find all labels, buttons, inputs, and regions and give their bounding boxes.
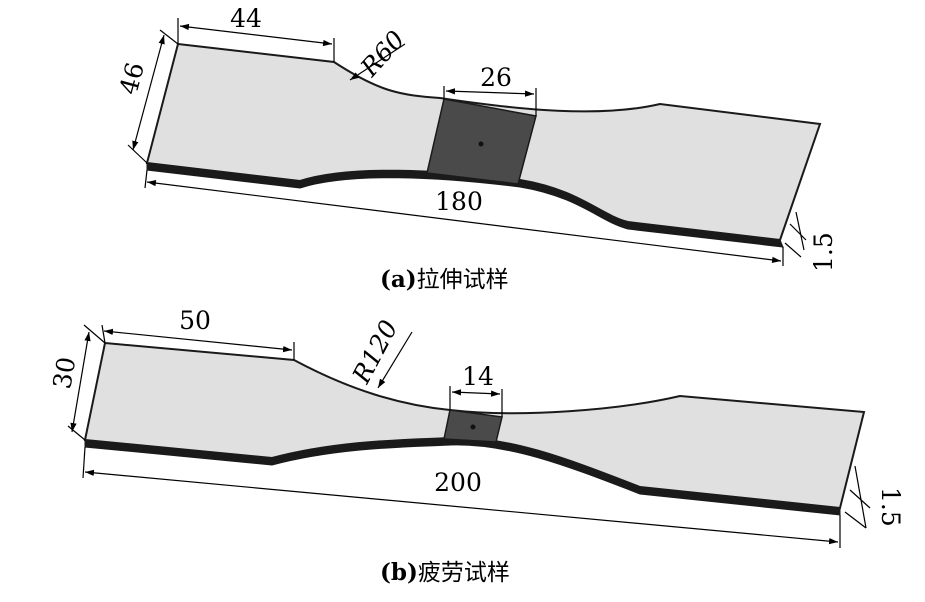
fatigue-dim-14-label: 14 [462, 362, 494, 391]
fatigue-dim-30-ext-bottom [67, 425, 86, 441]
tensile-dim-180-line [146, 179, 782, 264]
tensile-dim-26-label: 26 [480, 63, 512, 92]
fatigue-dim-50-line [103, 328, 293, 353]
fatigue-dim-50-label: 50 [179, 306, 211, 335]
fatigue-dim-30-label: 30 [47, 355, 81, 391]
tensile-dim-r60-leader [349, 43, 406, 81]
tensile-dim-1-5-line [795, 211, 805, 251]
tensile-dim-180-ext-left [144, 169, 148, 189]
tensile-caption-text: 拉伸试样 [417, 267, 509, 293]
fatigue-dim-1-5-line [854, 465, 867, 529]
tensile-dim-1-5-label: 1.5 [809, 232, 838, 272]
tensile-dim-r60-label: R60 [354, 25, 410, 83]
fatigue-dim-200-ext-left [82, 446, 86, 479]
tensile-gauge-center-dot [478, 141, 484, 147]
fatigue-dim-30-ext-top [83, 324, 106, 344]
tensile-caption-label: (a) [380, 266, 417, 293]
fatigue-dim-30-line [70, 331, 91, 433]
fatigue-dim-r120-leader [377, 331, 413, 389]
tensile-dim-46-label: 46 [114, 59, 150, 97]
fatigue-dim-200-label: 200 [434, 468, 482, 497]
fatigue-dim-r120-label: R120 [346, 315, 403, 388]
tensile-dim-46-ext-bottom [127, 144, 148, 164]
fatigue-specimen: 50 R120 14 30 200 1.5 (b)疲劳试样 [47, 306, 905, 586]
tensile-dim-44-label: 44 [230, 4, 262, 33]
tensile-dim-1-5-ext-top [789, 223, 807, 241]
tensile-dim-46-ext-top [159, 29, 179, 45]
tensile-dim-180-label: 180 [435, 187, 483, 216]
tensile-specimen: 44 R60 26 46 180 1.5 (a)拉伸试样 [114, 4, 838, 293]
tensile-dim-26-line [445, 88, 535, 97]
fatigue-dim-14-line [451, 389, 501, 397]
fatigue-gauge-center-dot [470, 424, 476, 430]
fatigue-caption-text: 疲劳试样 [418, 560, 510, 586]
tensile-caption: (a)拉伸试样 [380, 266, 509, 293]
tensile-dim-44-line [179, 23, 333, 47]
tensile-dim-46-line [132, 34, 165, 151]
fatigue-caption: (b)疲劳试样 [380, 559, 510, 586]
tensile-dim-1-5-ext-bottom [784, 242, 802, 258]
fatigue-dim-1-5-ext-top [849, 489, 871, 509]
fatigue-dim-200-line [84, 469, 839, 545]
fatigue-dim-1-5-ext-bottom [844, 511, 867, 529]
fatigue-caption-label: (b) [380, 559, 418, 586]
fatigue-dim-1-5-label: 1.5 [876, 487, 905, 527]
